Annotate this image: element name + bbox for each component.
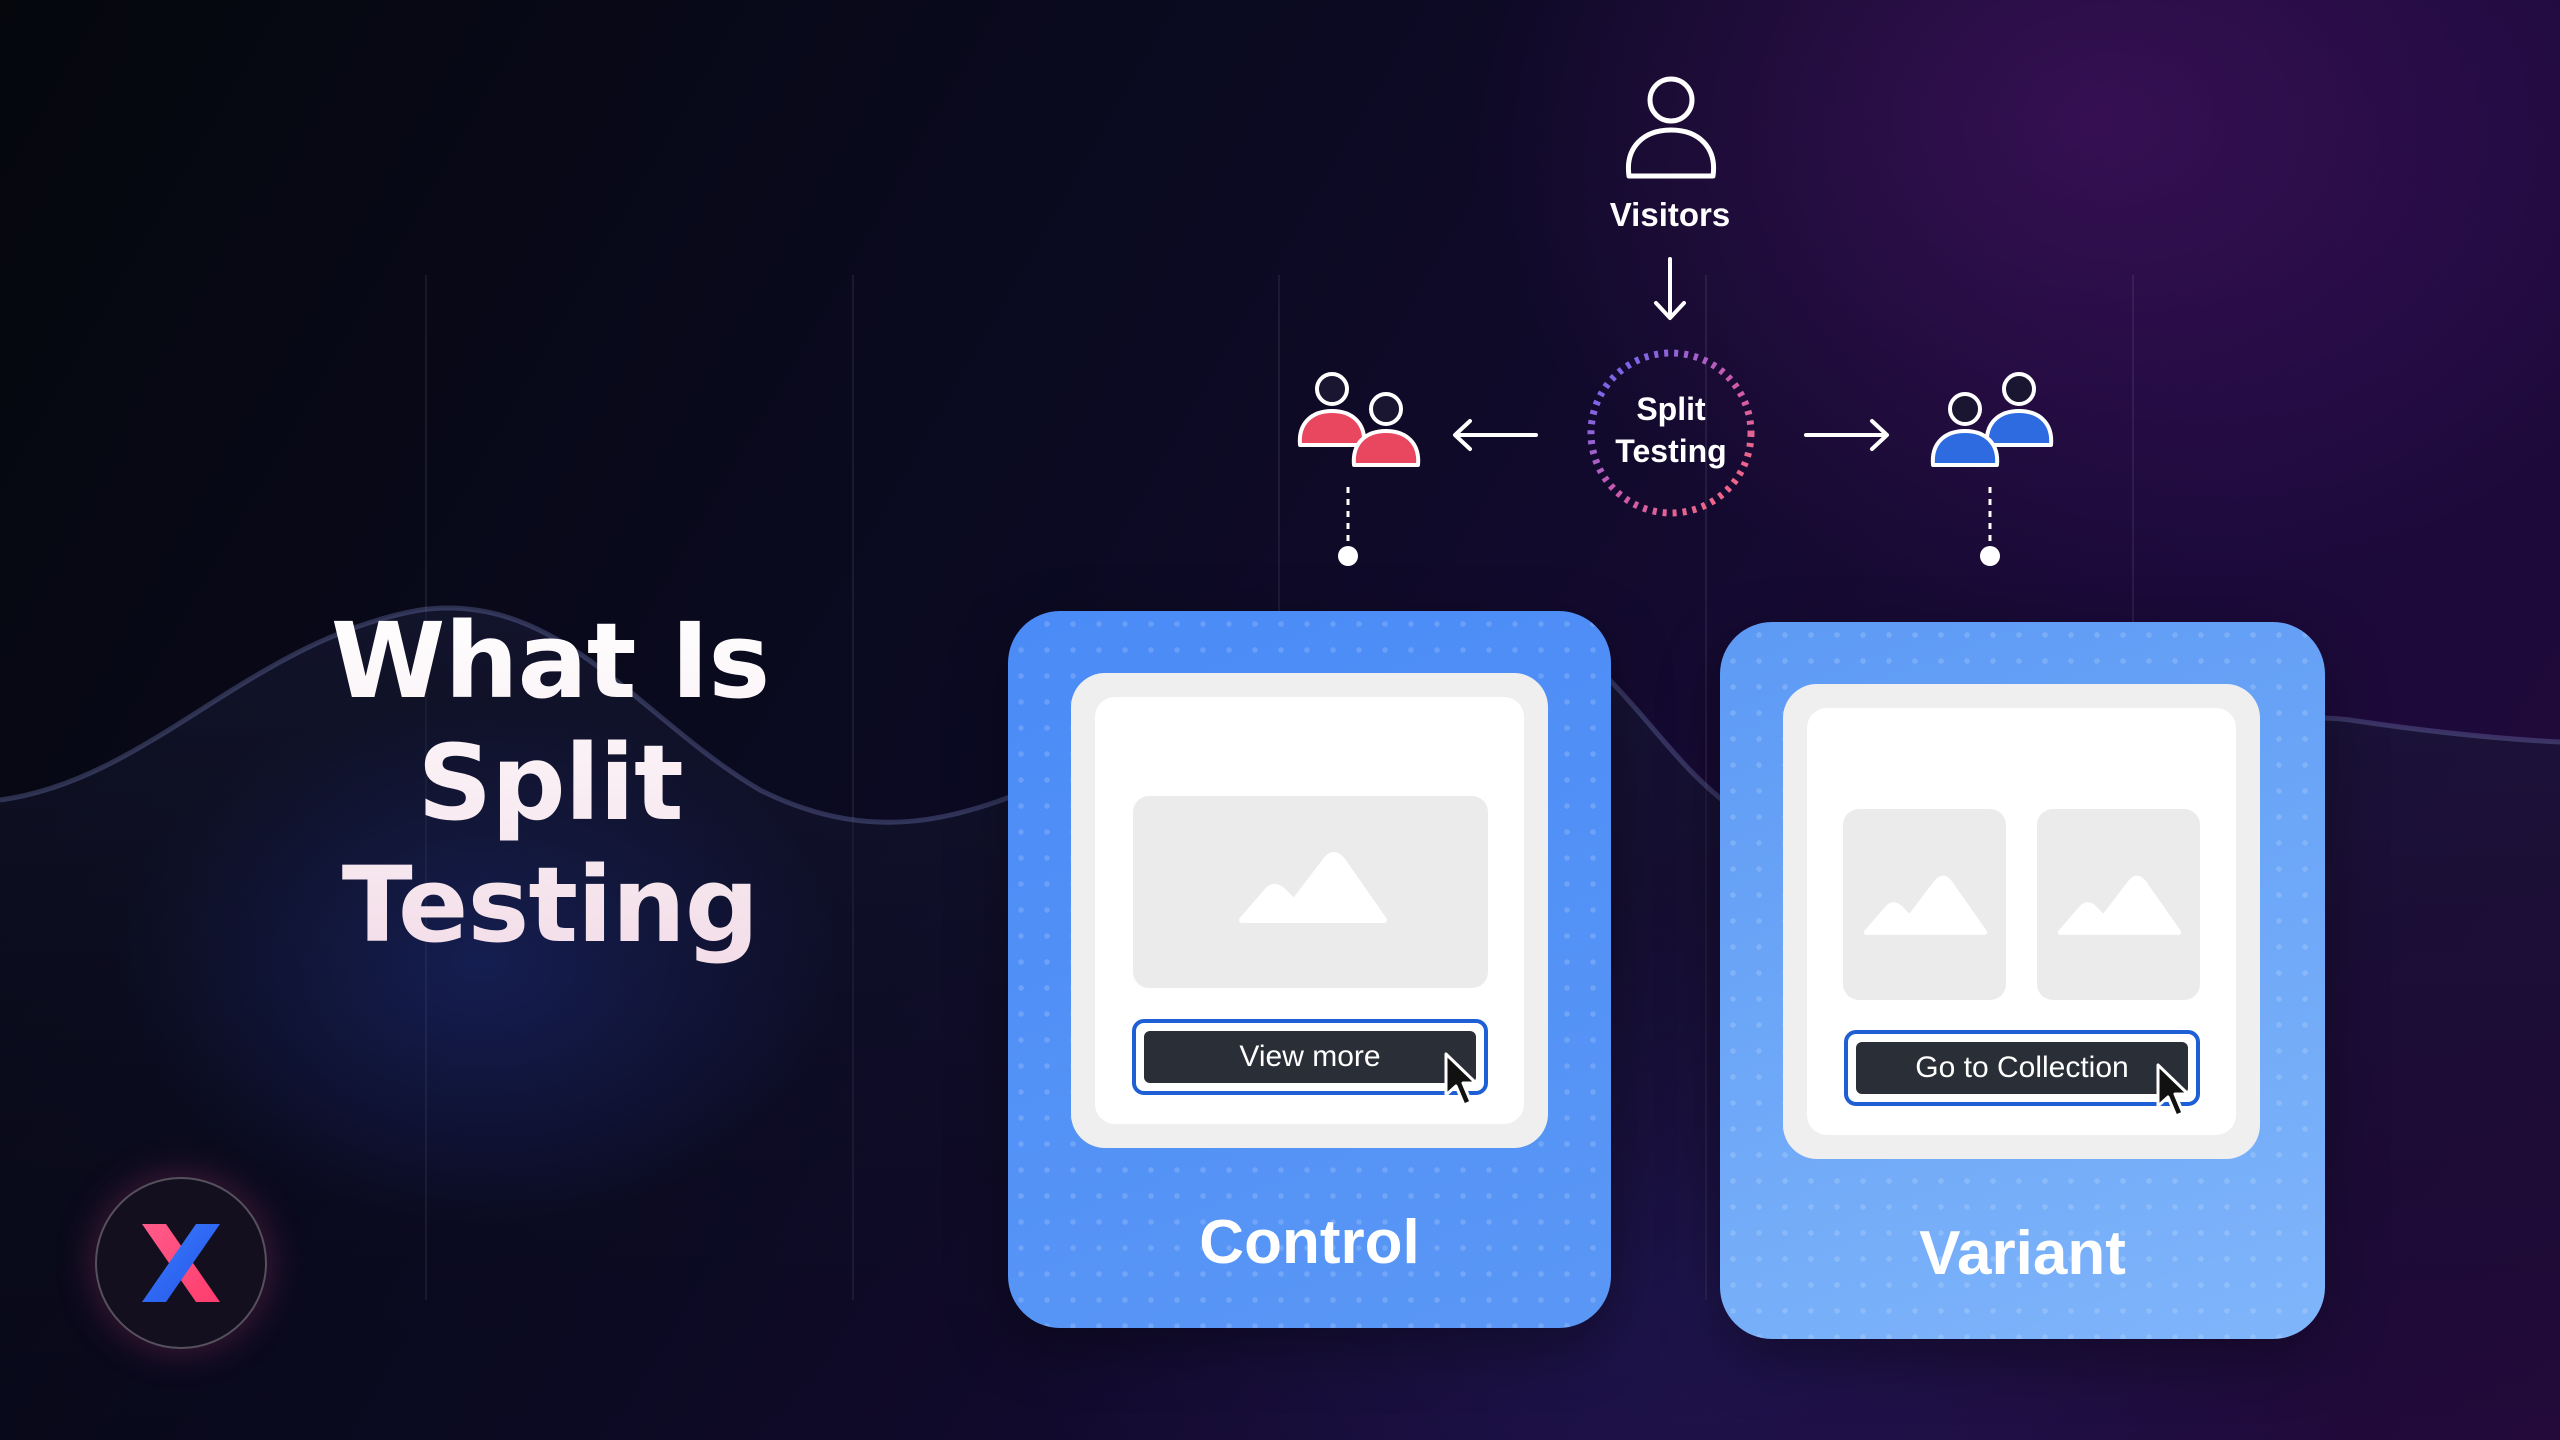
go-to-collection-button[interactable]: Go to Collection xyxy=(1856,1042,2188,1094)
image-placeholder-icon xyxy=(2057,875,2182,935)
variant-connector xyxy=(1980,487,2000,566)
control-group-icon xyxy=(1297,372,1421,467)
variant-card: Go to Collection Variant xyxy=(1720,622,2325,1339)
split-label-line-1: Split xyxy=(1636,391,1706,427)
split-ring-icon xyxy=(1587,349,1755,517)
variant-page-mockup: Go to Collection xyxy=(1783,684,2260,1159)
arrow-right-icon xyxy=(1804,419,1889,451)
arrow-left-icon xyxy=(1453,419,1538,451)
logo-x-icon xyxy=(142,1224,220,1302)
image-placeholder xyxy=(1843,809,2006,1000)
control-connector xyxy=(1338,487,1358,566)
arrow-down-icon xyxy=(1654,257,1686,320)
control-page-content: View more xyxy=(1095,697,1524,1124)
variant-page-content: Go to Collection xyxy=(1807,708,2236,1135)
control-label: Control xyxy=(1199,1208,1420,1277)
image-placeholder xyxy=(1133,796,1488,988)
page-title: What Is Split Testing xyxy=(200,600,900,966)
image-placeholder-icon xyxy=(1863,875,1988,935)
visitor-icon xyxy=(1625,76,1717,179)
control-page-mockup: View more xyxy=(1071,673,1548,1148)
visitors-label: Visitors xyxy=(1609,196,1731,233)
brand-logo xyxy=(95,1177,267,1349)
grid-line xyxy=(852,275,854,1300)
title-line-2: Split Testing xyxy=(341,722,759,966)
control-card: View more Control xyxy=(1008,611,1611,1328)
split-testing-label: Split Testing xyxy=(1583,388,1759,472)
cursor-icon xyxy=(2156,1063,2190,1118)
image-placeholder-icon xyxy=(1239,852,1387,923)
view-more-button[interactable]: View more xyxy=(1144,1031,1476,1083)
image-placeholder xyxy=(2037,809,2200,1000)
title-line-1: What Is xyxy=(330,600,770,722)
control-cta-frame[interactable]: View more xyxy=(1132,1019,1488,1095)
cursor-icon xyxy=(1444,1052,1478,1107)
split-label-line-2: Testing xyxy=(1615,433,1727,469)
variant-label: Variant xyxy=(1919,1219,2126,1288)
variant-cta-frame[interactable]: Go to Collection xyxy=(1844,1030,2200,1106)
variant-group-icon xyxy=(1930,372,2054,467)
